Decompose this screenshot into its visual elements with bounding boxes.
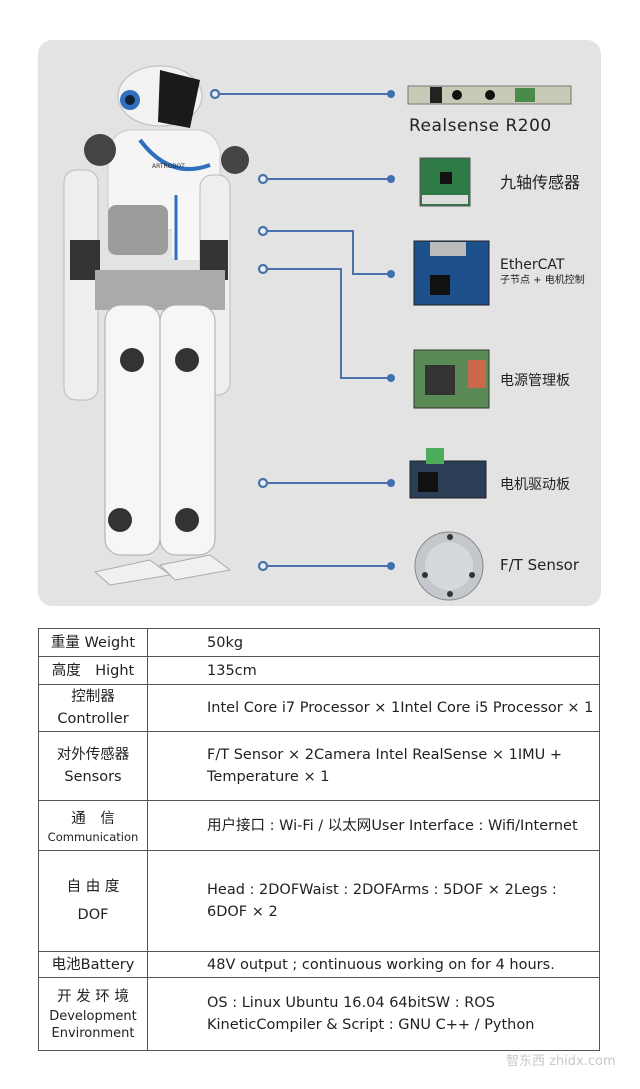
table-row: 通 信 Communication 用户接口 : Wi-Fi / 以太网User I… bbox=[38, 800, 600, 851]
anchor-circle-icon bbox=[257, 477, 269, 489]
table-row: 对外传感器 Sensors F/T Sensor × 2Camera Intel R… bbox=[38, 731, 600, 801]
ft-sensor-icon bbox=[414, 531, 484, 601]
spec-key-en: Environment bbox=[51, 1026, 135, 1041]
spec-value-line: Compiler & Script : GNU C++ / Python bbox=[256, 1017, 535, 1033]
realsense-camera-icon bbox=[407, 85, 572, 105]
spec-key-cn: 对外传感器 bbox=[56, 747, 130, 763]
component-label-realsense: Realsense R200 bbox=[409, 116, 552, 136]
anchor-circle-icon bbox=[257, 173, 269, 185]
spec-value-line: Legs : 6DOF × 2 bbox=[207, 882, 557, 920]
spec-value-line: 48V output ; continuous working on for 4… bbox=[207, 956, 555, 973]
spec-key-en: DOF bbox=[77, 907, 109, 923]
spec-key: 自 由 度 DOF bbox=[38, 850, 148, 952]
anchor-dot-icon bbox=[387, 562, 395, 570]
spec-value-line: F/T Sensor × 2 bbox=[207, 747, 314, 763]
robot-illustration: ARTROBOT bbox=[63, 65, 572, 601]
table-row: 重量 Weight 50kg bbox=[38, 628, 600, 657]
anchor-dot-icon bbox=[387, 270, 395, 278]
spec-key: 通 信 Communication bbox=[38, 800, 148, 851]
spec-key-cn: 控制器 bbox=[71, 689, 115, 705]
spec-value-line: SW : ROS Kinetic bbox=[207, 995, 495, 1033]
spec-value-line: Camera Intel RealSense × 1 bbox=[314, 747, 518, 763]
spec-table: 重量 Weight 50kg 高度 Hight 135cm 控制器 Controlle… bbox=[38, 628, 600, 1051]
spec-value-line: Intel Core i5 Processor × 1 bbox=[400, 700, 594, 716]
anchor-circle-icon bbox=[257, 225, 269, 237]
spec-key: 重量 Weight bbox=[38, 628, 148, 657]
imu-board-icon bbox=[419, 157, 471, 207]
spec-value-line: Arms : 5DOF × 2 bbox=[391, 882, 514, 898]
component-label-motor-driver: 电机驱动板 bbox=[500, 477, 570, 493]
anchor-circle-icon bbox=[257, 263, 269, 275]
connector-line bbox=[263, 230, 391, 275]
spec-key: 对外传感器 Sensors bbox=[38, 731, 148, 801]
table-row: 自 由 度 DOF Head : 2DOFWaist : 2DOFArms : 5D… bbox=[38, 850, 600, 952]
connector-lines bbox=[215, 93, 391, 567]
spec-value-line: Intel Core i7 Processor × 1 bbox=[207, 700, 401, 716]
component-label-ft-sensor: F/T Sensor bbox=[500, 556, 580, 574]
anchor-dot-icon bbox=[387, 479, 395, 487]
spec-value: 50kg bbox=[147, 628, 600, 657]
spec-key-cn: 自 由 度 bbox=[66, 879, 120, 895]
connector-line bbox=[263, 268, 391, 379]
anchor-dot-icon bbox=[387, 90, 395, 98]
ethercat-title: EtherCAT bbox=[500, 257, 565, 273]
ethercat-subtitle: 子节点 + 电机控制 bbox=[500, 275, 585, 286]
spec-key: 高度 Hight bbox=[38, 656, 148, 685]
spec-key-en: Sensors bbox=[64, 769, 122, 785]
spec-key-cn: 通 信 bbox=[71, 810, 115, 827]
motor-driver-board-icon bbox=[409, 448, 487, 499]
component-label-power: 电源管理板 bbox=[500, 373, 570, 389]
spec-key-en: Communication bbox=[47, 829, 139, 844]
spec-value-line: Waist : 2DOF bbox=[299, 882, 392, 898]
table-row: 高度 Hight 135cm bbox=[38, 656, 600, 685]
anchor-circle-icon bbox=[257, 560, 269, 572]
spec-value-line: 用户接口 : Wi-Fi / 以太网 bbox=[207, 817, 372, 834]
robot-icon: ARTROBOT bbox=[63, 65, 249, 586]
spec-value-line: OS : Linux Ubuntu 16.04 64bit bbox=[207, 995, 427, 1011]
spec-key-en: Controller bbox=[57, 711, 129, 727]
spec-value-line: IMU + Temperature × 1 bbox=[207, 747, 563, 785]
spec-value-line: User Interface : Wifi/Internet bbox=[371, 817, 578, 834]
spec-value-line: 50kg bbox=[207, 634, 244, 651]
power-board-icon bbox=[413, 349, 490, 409]
spec-value-line: Head : 2DOF bbox=[207, 882, 300, 898]
anchor-dot-icon bbox=[387, 175, 395, 183]
component-label-ethercat: EtherCAT 子节点 + 电机控制 bbox=[500, 258, 585, 288]
spec-value-line: 135cm bbox=[207, 662, 257, 679]
anchor-dot-icon bbox=[387, 374, 395, 382]
robot-logo: ARTROBOT bbox=[152, 163, 185, 170]
spec-key: 电池Battery bbox=[38, 951, 148, 978]
spec-value: 135cm bbox=[147, 656, 600, 685]
table-row: 控制器 Controller Intel Core i7 Processor × 1… bbox=[38, 684, 600, 732]
watermark-logo: 智东西 zhidx.com bbox=[506, 1054, 616, 1069]
spec-key: 控制器 Controller bbox=[38, 684, 148, 732]
anchor-circle-icon bbox=[209, 88, 221, 100]
ethercat-board-icon bbox=[413, 240, 490, 306]
table-row: 电池Battery 48V output ; continuous working… bbox=[38, 951, 600, 978]
spec-key-cn: 开 发 环 境 bbox=[57, 989, 129, 1005]
component-label-imu: 九轴传感器 bbox=[500, 173, 581, 192]
spec-key-en: Development bbox=[49, 1009, 137, 1024]
